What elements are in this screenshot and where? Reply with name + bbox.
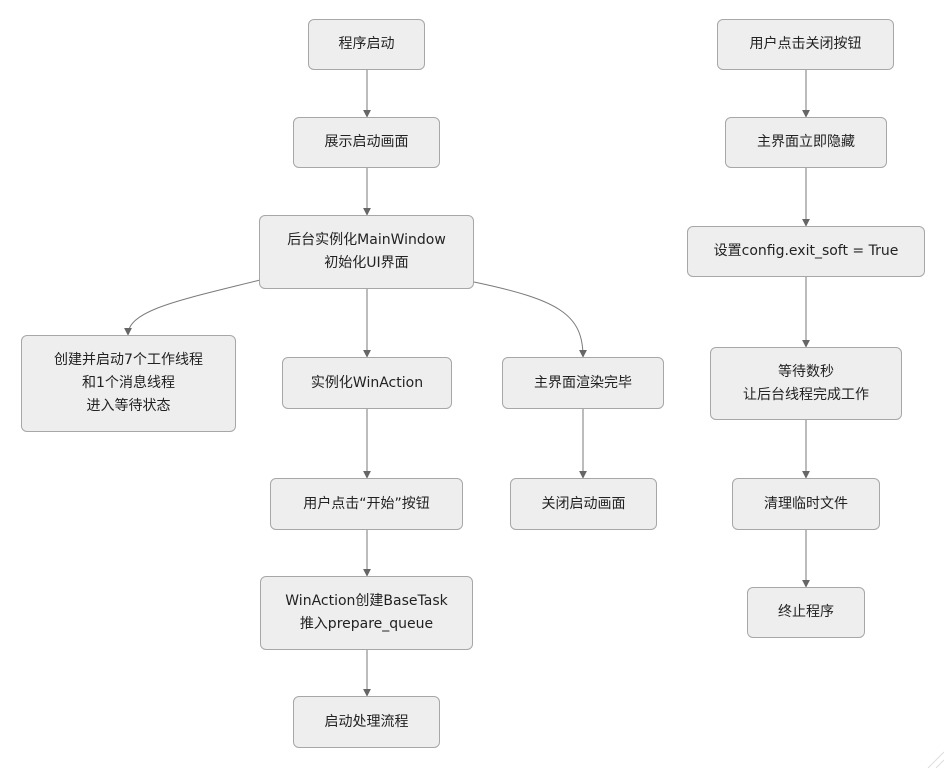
node-create-basetask[interactable]: WinAction创建BaseTask 推入prepare_queue — [260, 576, 473, 650]
node-show-splash[interactable]: 展示启动画面 — [293, 117, 440, 168]
node-instantiate-winaction[interactable]: 实例化WinAction — [282, 357, 452, 409]
node-label: 后台实例化MainWindow 初始化UI界面 — [287, 232, 446, 271]
node-terminate[interactable]: 终止程序 — [747, 587, 865, 638]
node-user-click-start[interactable]: 用户点击“开始”按钮 — [270, 478, 463, 530]
node-wait-seconds[interactable]: 等待数秒 让后台线程完成工作 — [710, 347, 902, 420]
node-user-click-close[interactable]: 用户点击关闭按钮 — [717, 19, 894, 70]
node-hide-main[interactable]: 主界面立即隐藏 — [725, 117, 887, 168]
node-start-processing[interactable]: 启动处理流程 — [293, 696, 440, 748]
node-label: 实例化WinAction — [310, 374, 424, 391]
node-label: 主界面立即隐藏 — [757, 134, 855, 150]
node-cleanup-temp[interactable]: 清理临时文件 — [732, 478, 880, 530]
node-label: 关闭启动画面 — [541, 495, 626, 512]
node-label: WinAction创建BaseTask 推入prepare_queue — [285, 593, 448, 632]
node-label: 主界面渲染完毕 — [534, 374, 632, 391]
node-label: 等待数秒 让后台线程完成工作 — [743, 363, 869, 403]
node-label: 清理临时文件 — [764, 495, 848, 512]
node-label: 启动处理流程 — [324, 713, 409, 730]
node-ui-rendered[interactable]: 主界面渲染完毕 — [502, 357, 664, 409]
node-label: 设置config.exit_soft = True — [713, 243, 899, 259]
node-label: 创建并启动7个工作线程 和1个消息线程 进入等待状态 — [54, 352, 203, 414]
node-label: 用户点击“开始”按钮 — [303, 495, 430, 512]
edge-init-to-rendered — [473, 281, 587, 358]
node-set-exit-soft[interactable]: 设置config.exit_soft = True — [687, 226, 925, 277]
edge-init-to-threads — [124, 279, 261, 336]
node-program-start[interactable]: 程序启动 — [308, 19, 425, 70]
node-label: 展示启动画面 — [324, 134, 409, 150]
node-label: 终止程序 — [778, 604, 834, 620]
node-close-splash[interactable]: 关闭启动画面 — [510, 478, 657, 530]
resize-grip-icon[interactable] — [918, 742, 944, 768]
node-create-threads[interactable]: 创建并启动7个工作线程 和1个消息线程 进入等待状态 — [21, 335, 236, 432]
node-label: 用户点击关闭按钮 — [749, 36, 862, 52]
node-init-mainwindow[interactable]: 后台实例化MainWindow 初始化UI界面 — [259, 215, 474, 289]
node-label: 程序启动 — [338, 36, 395, 52]
